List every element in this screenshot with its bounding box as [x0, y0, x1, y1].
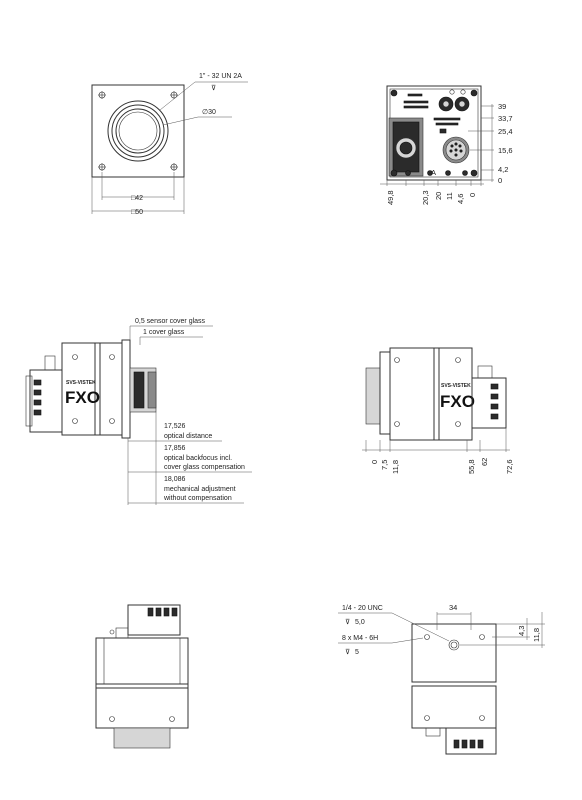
mech-label-2: without compensation: [163, 495, 232, 502]
rear-dim-49-8: 49,8: [386, 190, 395, 205]
rear-view: 39 33,7 25,4 15,6 4,2 0 A 49,8 20,3 20 1…: [380, 85, 513, 205]
lens-mount-ring: [111, 104, 165, 158]
corner-screw-icon: [470, 89, 478, 97]
camera-body: [95, 637, 189, 729]
rear-connector-block: [445, 727, 497, 755]
right-dim-0: 0: [370, 460, 379, 464]
rear-marker: A: [431, 168, 436, 177]
right-dim-72-6: 72,6: [505, 459, 514, 474]
side-view-left: SVS-VISTEK FXO 0,5 sensor cover glass 1 …: [25, 318, 252, 505]
right-dim-62: 62: [480, 458, 489, 466]
thread-depth: 5,0: [355, 619, 365, 626]
thread-depth-icon: ⊽: [211, 85, 216, 92]
screw-icon: [109, 716, 115, 722]
side-view-right: SVS-VISTEK FXO 0 7,5 11,8 55,8 62 72,6: [362, 347, 514, 474]
corner-screw-icon: [98, 91, 106, 99]
screw-icon: [479, 634, 485, 640]
corner-screw-icon: [98, 163, 106, 171]
tripod-thread-icon: [448, 639, 460, 651]
lens-mount-inner: [115, 108, 161, 154]
thread-depth-icon: ⊽: [345, 619, 350, 626]
top-view: [95, 604, 189, 749]
screw-icon: [424, 715, 430, 721]
right-dim-11-8: 11,8: [391, 460, 400, 474]
camera-body-bottom: [411, 623, 497, 683]
rear-dim-11: 11: [445, 192, 454, 200]
thread-label: 1" - 32 UN 2A: [199, 73, 242, 80]
brand-logo: FXO: [440, 392, 475, 411]
sensor-cover-glass-label: 0,5 sensor cover glass: [135, 318, 206, 325]
thread-label: 1/4 - 20 UNC: [342, 605, 383, 612]
dim-h1: 4,3: [517, 626, 526, 636]
rear-dim-4-6: 4,6: [456, 194, 465, 204]
lens-mount-outer: [107, 100, 169, 162]
screw-icon: [72, 354, 78, 360]
rear-dim-25-4: 25,4: [498, 127, 513, 136]
screw-icon: [394, 357, 400, 363]
corner-screw-icon: [470, 169, 478, 177]
screw-icon: [455, 357, 461, 363]
screw-icon: [169, 716, 175, 722]
lens-mount-side: [365, 367, 381, 425]
backfocus-label-1: optical backfocus incl.: [164, 455, 232, 462]
optical-distance-label: optical distance: [164, 433, 212, 440]
screw-depth: 5: [355, 649, 359, 656]
corner-screw-icon: [170, 163, 178, 171]
right-dim-7-5: 7,5: [380, 460, 389, 470]
diameter-label: ∅30: [202, 109, 216, 116]
rear-dim-20-3: 20,3: [421, 190, 430, 205]
rear-dim-0-bottom: 0: [468, 193, 477, 197]
screw-label: 8 x M4 - 6H: [342, 635, 378, 642]
dim-width: 34: [449, 603, 457, 612]
backfocus-label-2: cover glass compensation: [164, 464, 245, 471]
rear-dim-0: 0: [498, 176, 502, 185]
screw-icon: [479, 715, 485, 721]
dim-h2: 11,8: [532, 628, 541, 642]
optical-distance-value: 17,526: [164, 423, 186, 430]
screw-icon: [72, 418, 78, 424]
screw-depth-icon: ⊽: [345, 649, 350, 656]
rear-connector-block: [471, 377, 507, 429]
mech-value: 18,086: [164, 476, 186, 483]
lens-mount-side: [113, 727, 171, 749]
dim-outer: □50: [131, 209, 143, 216]
rear-dim-20: 20: [434, 192, 443, 200]
rear-plate: [386, 85, 482, 181]
corner-screw-icon: [390, 169, 398, 177]
right-dim-55-8: 55,8: [467, 459, 476, 474]
cover-glass-label: 1 cover glass: [143, 329, 185, 336]
bottom-view: 1/4 - 20 UNC ⊽ 5,0 8 x M4 - 6H ⊽ 5 34 4,…: [338, 603, 545, 755]
corner-screw-icon: [390, 89, 398, 97]
rear-dim-39: 39: [498, 102, 506, 111]
rear-dim-33-7: 33,7: [498, 114, 513, 123]
led-icon: [460, 89, 466, 95]
lens-mount-bore: [118, 111, 158, 151]
front-plate-side: [121, 339, 131, 439]
rear-connector-block: [127, 604, 181, 636]
brand-small: SVS-VISTEK: [441, 383, 471, 389]
screw-icon: [455, 421, 461, 427]
mech-label-1: mechanical adjustment: [164, 486, 236, 493]
screw-icon: [394, 421, 400, 427]
rear-dim-15-6: 15,6: [498, 146, 513, 155]
brand-logo: FXO: [65, 388, 100, 407]
screw-icon: [109, 354, 115, 360]
led-icon: [449, 89, 455, 95]
front-plate: [91, 84, 185, 178]
screw-icon: [424, 634, 430, 640]
corner-screw-icon: [170, 91, 178, 99]
dim-inner: □42: [131, 195, 143, 202]
rear-dim-4-2: 4,2: [498, 165, 508, 174]
front-view: 1" - 32 UN 2A ⊽ ∅30 □42 □50: [91, 73, 248, 216]
brand-small: SVS-VISTEK: [66, 380, 96, 386]
backfocus-value: 17,856: [164, 445, 186, 452]
screw-icon: [109, 418, 115, 424]
